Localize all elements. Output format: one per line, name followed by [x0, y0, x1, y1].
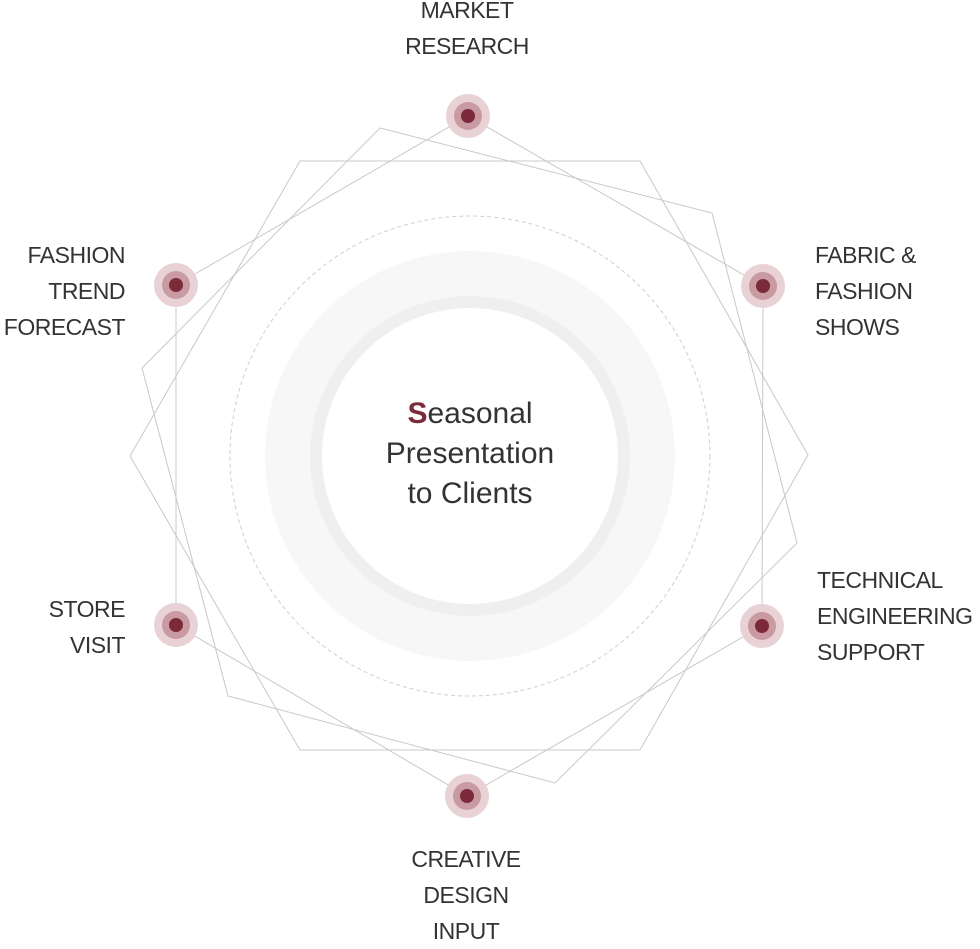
label-fabric-fashion-shows: FABRIC & FASHION SHOWS	[815, 237, 916, 345]
label-technical-engineering-support: TECHNICAL ENGINEERING SUPPORT	[817, 562, 973, 670]
node-circle	[169, 618, 183, 632]
label-line: TECHNICAL	[817, 567, 943, 593]
center-title: Seasonal Presentation to Clients	[320, 394, 620, 514]
node-marker-technical-engineering-support	[740, 604, 784, 648]
node-marker-market-research	[446, 94, 490, 138]
hexagon-rotated	[141, 127, 798, 784]
label-fashion-trend-forecast: FASHION TREND FORECAST	[0, 237, 126, 345]
node-marker-fabric-fashion-shows	[741, 264, 785, 308]
label-line: FORECAST	[3, 314, 126, 340]
label-line: CREATIVE	[411, 846, 521, 872]
label-line: FABRIC &	[815, 242, 916, 268]
label-line: FASHION	[815, 278, 913, 304]
node-circle	[755, 619, 769, 633]
node-circle	[756, 279, 770, 293]
center-first-letter: S	[407, 397, 428, 430]
node-marker-store-visit	[154, 603, 198, 647]
node-marker-fashion-trend-forecast	[154, 263, 198, 307]
label-line: VISIT	[69, 632, 126, 658]
label-line: SHOWS	[815, 314, 900, 340]
label-store-visit: STORE VISIT	[0, 591, 126, 663]
dashed-circle	[229, 215, 711, 697]
label-creative-design-input: CREATIVE DESIGN INPUT	[396, 841, 536, 949]
label-line: FASHION	[27, 242, 126, 268]
node-circle	[460, 789, 474, 803]
label-line: ENGINEERING	[817, 603, 973, 629]
label-line: RESEARCH	[405, 33, 529, 59]
label-line: INPUT	[432, 918, 500, 944]
node-circle	[461, 109, 475, 123]
inner-ring	[310, 296, 630, 616]
label-line: SUPPORT	[817, 639, 925, 665]
hexagon-flat	[129, 160, 809, 751]
label-line: TREND	[48, 278, 125, 304]
node-marker-creative-design-input	[445, 774, 489, 818]
label-line: STORE	[48, 596, 126, 622]
center-line3: to Clients	[407, 477, 533, 510]
node-circle	[169, 278, 183, 292]
label-line: MARKET	[420, 0, 514, 23]
label-market-research: MARKET RESEARCH	[400, 0, 534, 64]
center-line1: easonal	[427, 397, 533, 430]
center-line2: Presentation	[385, 437, 555, 470]
label-line: DESIGN	[423, 882, 509, 908]
